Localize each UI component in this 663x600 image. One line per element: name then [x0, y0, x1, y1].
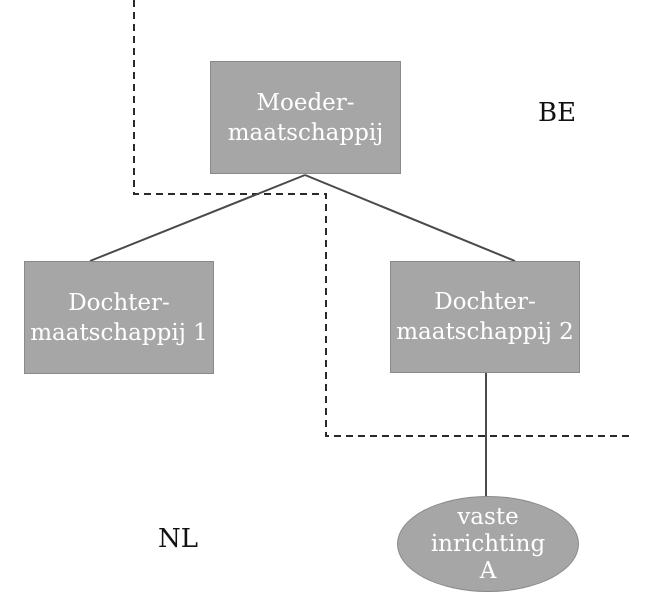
parent-company-line1: Moeder-: [256, 89, 355, 116]
establishment-line1: vaste: [457, 503, 519, 530]
region-label-nl: NL: [158, 524, 199, 554]
country-border-dashed: [133, 0, 633, 437]
permanent-establishment-ellipse: vaste inrichting A: [397, 496, 579, 592]
subsidiary-2-line2: maatschappij 2: [396, 319, 574, 345]
subsidiary-1-line2: maatschappij 1: [30, 319, 208, 346]
region-label-be: BE: [538, 98, 577, 128]
connector-parent-child1: [89, 174, 306, 262]
parent-company-box: Moeder- maatschappij: [210, 61, 401, 174]
parent-company-line2: maatschappij: [227, 119, 384, 146]
establishment-line3: A: [479, 557, 497, 584]
subsidiary-1-line1: Dochter-: [68, 289, 170, 316]
establishment-line2: inrichting: [430, 530, 546, 557]
subsidiary-2-box: Dochter- maatschappij 2: [390, 261, 580, 373]
subsidiary-2-line1: Dochter-: [434, 289, 536, 315]
connector-parent-child2: [304, 174, 516, 262]
subsidiary-1-box: Dochter- maatschappij 1: [24, 261, 214, 374]
